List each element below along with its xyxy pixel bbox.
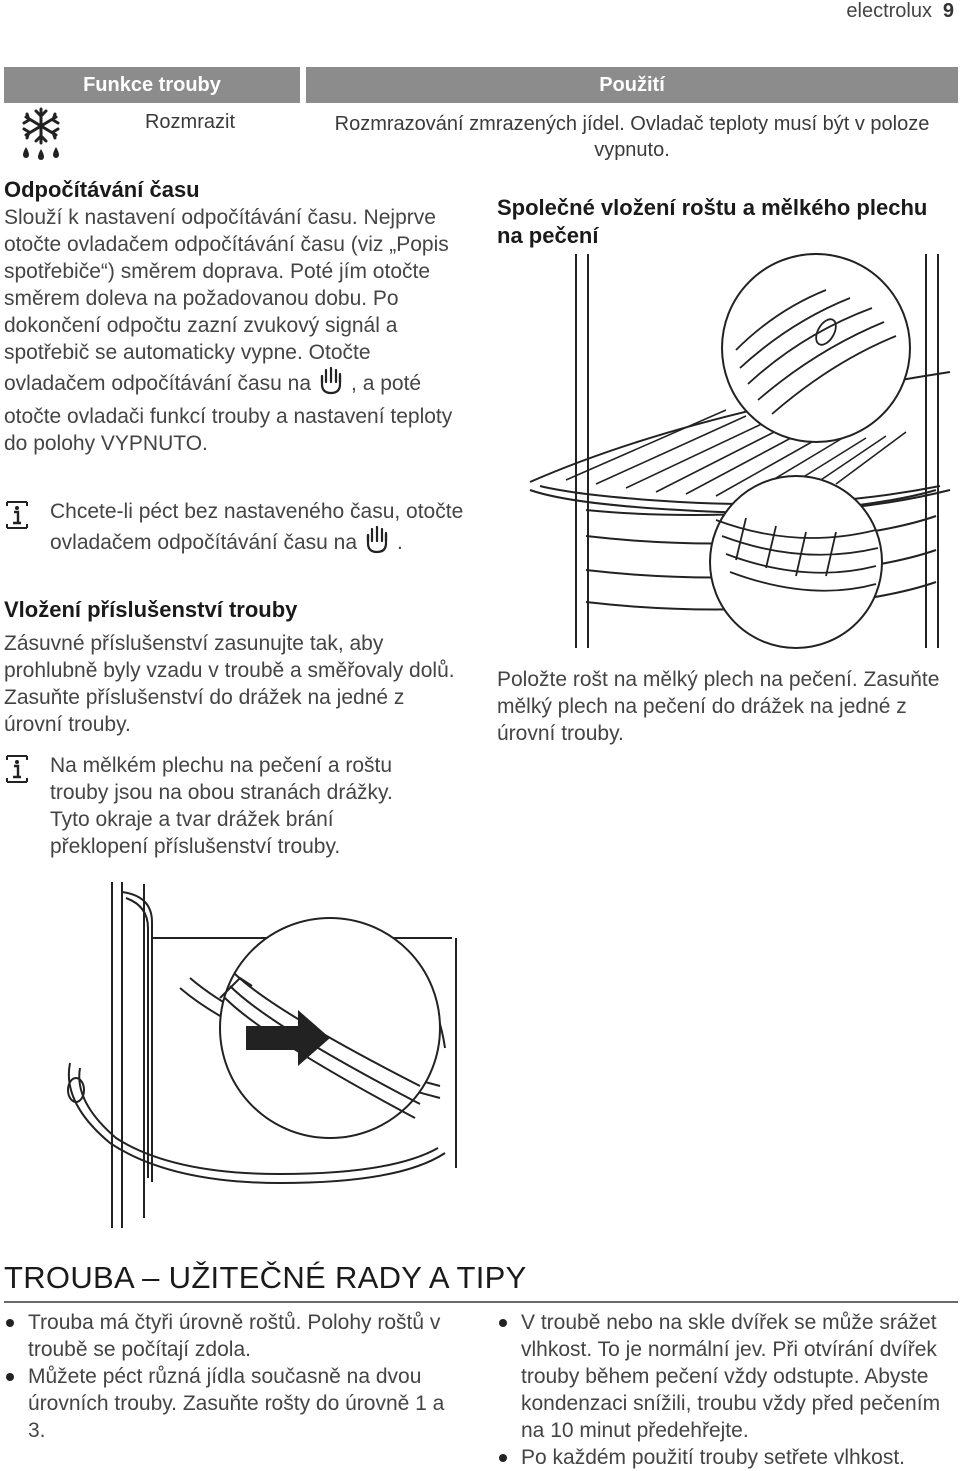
list-item: V troubě nebo na skle dvířek se může srá… bbox=[497, 1309, 957, 1444]
table-row: Rozmrazit Rozmrazování zmrazených jídel.… bbox=[4, 103, 958, 163]
accessories-heading: Vložení příslušenství trouby bbox=[4, 597, 298, 622]
hand-icon bbox=[363, 525, 391, 562]
list-item: Trouba má čtyři úrovně roštů. Polohy roš… bbox=[4, 1309, 450, 1363]
tips-list-right: V troubě nebo na skle dvířek se může srá… bbox=[497, 1309, 957, 1471]
combined-heading: Společné vložení roštu a mělkého plechu … bbox=[497, 195, 928, 248]
info-icon bbox=[4, 498, 30, 562]
list-item: Můžete péct různá jídla současně na dvou… bbox=[4, 1363, 450, 1444]
countdown-paragraph: Slouží k nastavení odpočítávání času. Ne… bbox=[4, 206, 453, 455]
info-icon bbox=[4, 752, 30, 860]
tips-title: TROUBA – UŽITEČNÉ RADY A TIPY bbox=[4, 1260, 527, 1295]
function-table-header: Funkce trouby Použití bbox=[4, 67, 958, 103]
accessories-note-text: Na mělkém plechu na pečení a roštu troub… bbox=[50, 754, 393, 858]
hand-icon bbox=[317, 366, 345, 403]
brand-name: electrolux bbox=[846, 0, 932, 22]
list-item: Po každém použití trouby setřete vlhkost… bbox=[497, 1444, 957, 1471]
page-number: 9 bbox=[942, 0, 954, 22]
col-function-header: Funkce trouby bbox=[4, 67, 300, 103]
rack-on-tray-illustration bbox=[526, 250, 960, 665]
tips-list-left: Trouba má čtyři úrovně roštů. Polohy roš… bbox=[4, 1309, 450, 1444]
snowflake-defrost-icon bbox=[18, 107, 64, 166]
col-use-header: Použití bbox=[306, 67, 958, 103]
section-divider bbox=[4, 1301, 958, 1303]
function-use: Rozmrazování zmrazených jídel. Ovladač t… bbox=[334, 113, 930, 161]
function-name: Rozmrazit bbox=[144, 111, 235, 133]
countdown-heading: Odpočítávání času bbox=[4, 177, 200, 202]
countdown-note: Chcete-li péct bez nastaveného času, oto… bbox=[4, 498, 464, 562]
countdown-note-text: Chcete-li péct bez nastaveného času, oto… bbox=[50, 500, 464, 554]
oven-shelf-illustration bbox=[60, 878, 460, 1235]
combined-paragraph: Položte rošt na mělký plech na pečení. Z… bbox=[497, 668, 940, 745]
accessories-note: Na mělkém plechu na pečení a roštu troub… bbox=[4, 752, 434, 860]
accessories-paragraph: Zásuvné příslušenství zasunujte tak, aby… bbox=[4, 632, 455, 736]
